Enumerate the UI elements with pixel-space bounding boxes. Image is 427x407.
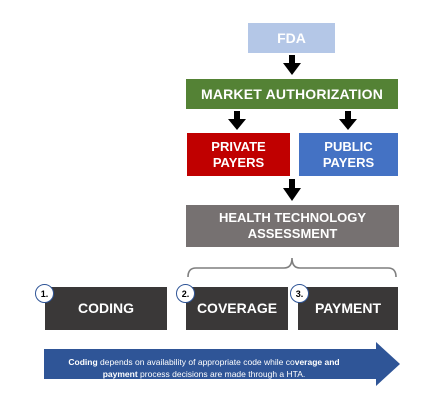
hta-label: HEALTH TECHNOLOGY ASSESSMENT	[218, 210, 367, 241]
coding-label: CODING	[78, 300, 134, 317]
banner-bold-payment: payment	[102, 368, 138, 379]
step-number-3: 3.	[290, 284, 309, 303]
banner-text-end: process decisions are made through a HTA…	[137, 368, 306, 379]
arrow-market-to-public	[339, 111, 357, 130]
public-payers-label: PUBLIC PAYERS	[322, 138, 375, 170]
banner-text: Coding depends on availability of approp…	[58, 357, 350, 381]
banner-bold-coverage: verage and	[294, 357, 340, 367]
private-payers-label: PRIVATE PAYERS	[211, 138, 266, 170]
market-authorization-box: MARKET AUTHORIZATION	[186, 79, 398, 109]
arrow-market-to-private	[228, 111, 246, 130]
fda-label: FDA	[277, 29, 306, 46]
market-authorization-label: MARKET AUTHORIZATION	[200, 85, 384, 102]
payment-label: PAYMENT	[314, 300, 382, 317]
private-payers-box: PRIVATE PAYERS	[187, 133, 290, 176]
payment-box: PAYMENT	[298, 287, 398, 330]
arrow-fda-to-market	[283, 55, 301, 75]
coding-box: CODING	[45, 287, 167, 330]
banner-bold-coding: Coding	[68, 357, 98, 367]
step-number-1: 1.	[35, 284, 54, 303]
coverage-box: COVERAGE	[186, 287, 288, 330]
arrow-payers-to-hta	[283, 179, 301, 201]
step-number-2: 2.	[176, 284, 195, 303]
hta-box: HEALTH TECHNOLOGY ASSESSMENT	[186, 205, 399, 247]
brace	[187, 257, 397, 278]
coverage-label: COVERAGE	[196, 300, 278, 317]
fda-box: FDA	[248, 23, 335, 53]
banner-text-part: depends on availability of appropriate c…	[97, 357, 295, 367]
public-payers-box: PUBLIC PAYERS	[299, 133, 398, 176]
